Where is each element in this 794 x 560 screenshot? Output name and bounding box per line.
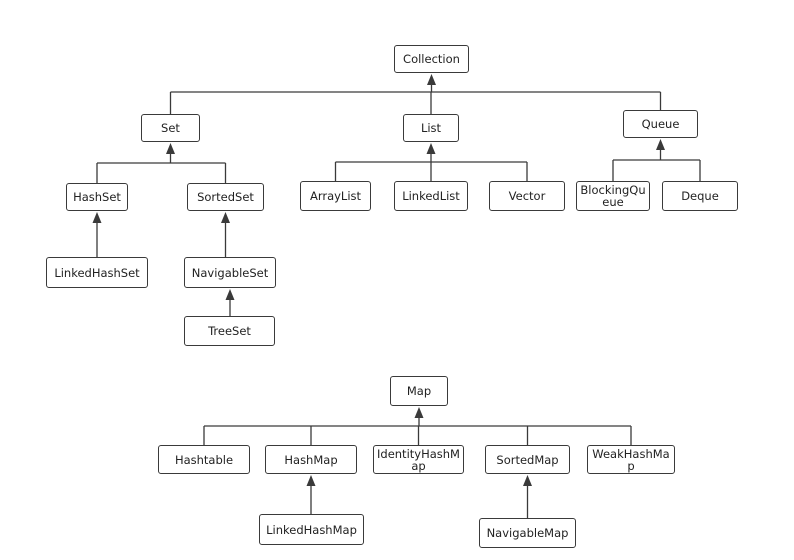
node-vector: Vector <box>489 181 565 211</box>
arrowhead-sortedmap <box>523 475 532 486</box>
node-linkedhashmap: LinkedHashMap <box>259 514 364 545</box>
node-linkedhashset: LinkedHashSet <box>46 257 148 288</box>
node-set: Set <box>141 114 200 142</box>
node-sortedset: SortedSet <box>187 183 264 211</box>
arrowhead-set <box>166 143 175 154</box>
node-collection: Collection <box>394 45 469 73</box>
arrowhead-list <box>426 143 436 154</box>
node-blockingqueue: BlockingQueue <box>576 181 650 211</box>
node-list: List <box>403 114 459 142</box>
node-treeset: TreeSet <box>184 316 275 346</box>
arrowhead-navigableset <box>225 289 235 300</box>
node-navigableset: NavigableSet <box>184 257 276 288</box>
node-hashtable: Hashtable <box>158 445 250 474</box>
arrowhead-sortedset <box>221 212 230 223</box>
arrowhead-queue <box>656 139 665 150</box>
node-linkedlist: LinkedList <box>394 181 468 211</box>
node-hashmap: HashMap <box>265 445 357 474</box>
node-arraylist: ArrayList <box>300 181 371 211</box>
arrowhead-hashmap <box>306 475 316 486</box>
node-identityhashmap: IdentityHashMap <box>373 445 464 474</box>
node-map: Map <box>390 376 448 406</box>
arrowhead-collection <box>427 74 436 85</box>
node-sortedmap: SortedMap <box>485 445 570 474</box>
node-hashset: HashSet <box>66 183 128 211</box>
node-queue: Queue <box>623 110 698 138</box>
node-weakhashmap: WeakHashMap <box>587 445 675 474</box>
node-deque: Deque <box>662 181 738 211</box>
arrowhead-map <box>414 407 424 418</box>
arrowhead-hashset <box>92 212 102 223</box>
node-navigablemap: NavigableMap <box>479 518 576 548</box>
